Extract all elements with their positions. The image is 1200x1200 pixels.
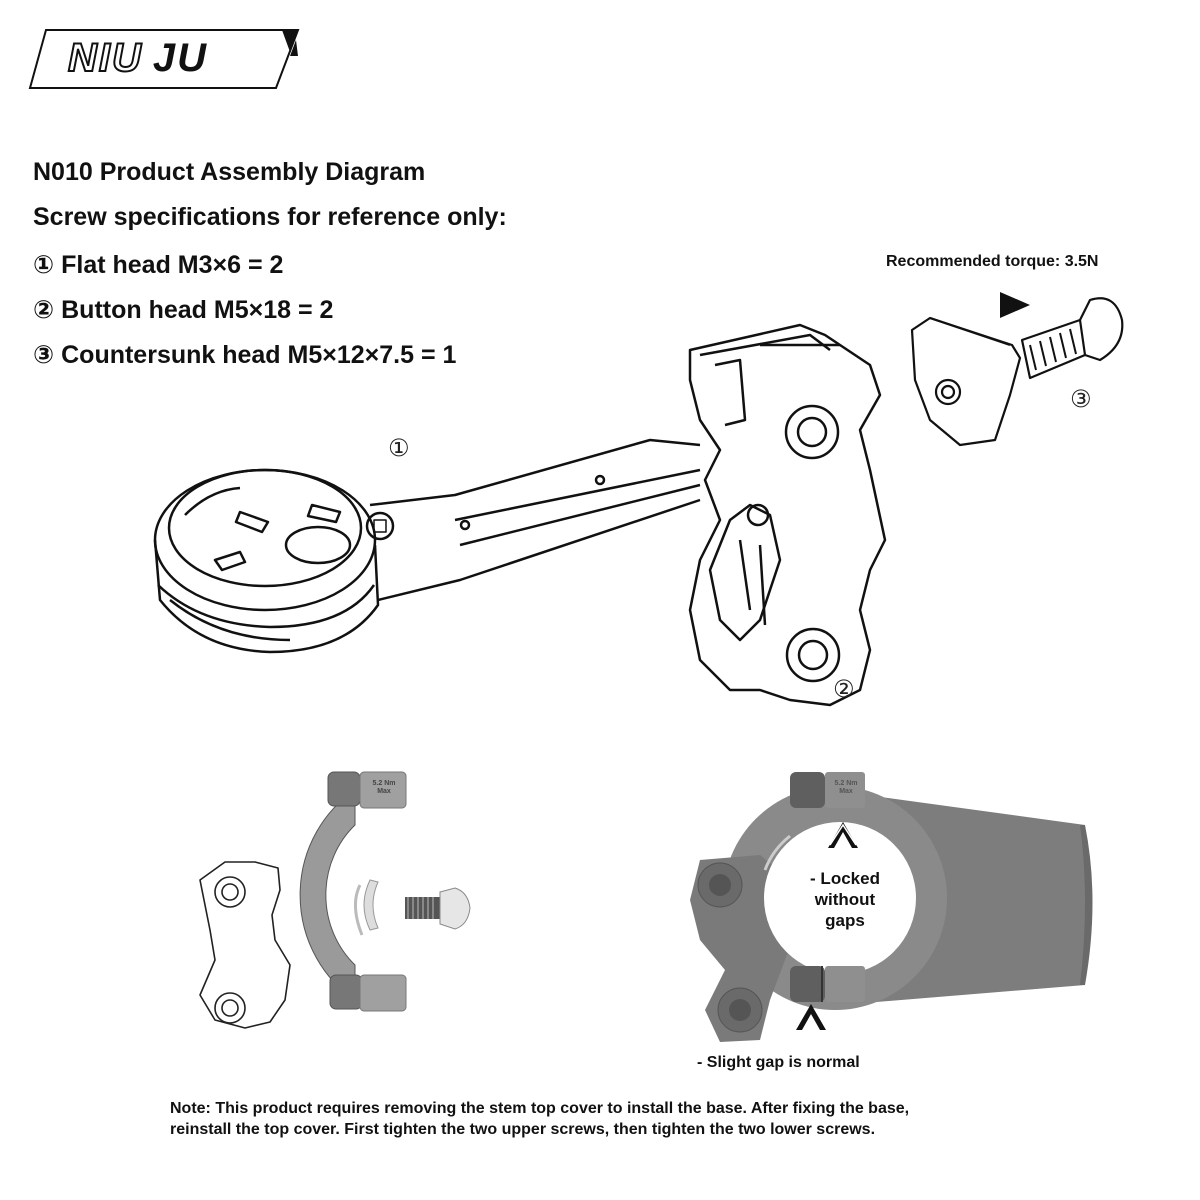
installed-stem-drawing	[690, 772, 1093, 1042]
callout-two: ②	[833, 675, 855, 703]
mount-arm-drawing	[153, 323, 887, 707]
spec-title: N010 Product Assembly Diagram	[33, 158, 426, 186]
clamp-torque-value-right: 5.2 Nm	[834, 780, 858, 787]
locked-line-1: - Locked	[810, 869, 880, 888]
locked-line-2: without	[814, 890, 876, 909]
callout-one: ①	[388, 434, 410, 462]
logo-text-niu: NIU	[67, 35, 143, 81]
installation-note: Note: This product requires removing the…	[170, 1098, 1070, 1140]
note-line-1: Note: This product requires removing the…	[170, 1100, 910, 1117]
locked-without-gaps-label: - Locked without gaps	[790, 868, 900, 931]
clamp-torque-max-left: Max	[377, 788, 391, 795]
clamp-torque-mark-left: 5.2 Nm Max	[362, 780, 406, 796]
clamp-torque-max-right: Max	[839, 788, 853, 795]
callout-three: ③	[1070, 385, 1092, 413]
spec-item-countersunk-head: ③ Countersunk head M5×12×7.5 = 1	[33, 341, 457, 369]
clamp-torque-value-left: 5.2 Nm	[372, 780, 396, 787]
locked-line-3: gaps	[825, 911, 865, 930]
torque-label: Recommended torque: 3.5N	[886, 253, 1099, 270]
note-line-2: reinstall the top cover. First tighten t…	[170, 1121, 876, 1138]
small-screw-drawing	[405, 887, 471, 930]
logo-frame	[28, 29, 300, 89]
slight-gap-label: - Slight gap is normal	[697, 1054, 860, 1071]
bracket-plate-outline	[199, 861, 291, 1029]
spec-item-flat-head: ① Flat head M3×6 = 2	[33, 251, 284, 279]
clamp-torque-mark-right: 5.2 Nm Max	[826, 780, 866, 796]
logo-text-ju: JU	[152, 36, 209, 80]
clamp-half-drawing	[299, 771, 407, 1012]
spec-subtitle: Screw specifications for reference only:	[33, 203, 507, 231]
countersunk-screw-detail	[910, 292, 1124, 447]
spec-item-button-head: ② Button head M5×18 = 2	[33, 296, 334, 324]
